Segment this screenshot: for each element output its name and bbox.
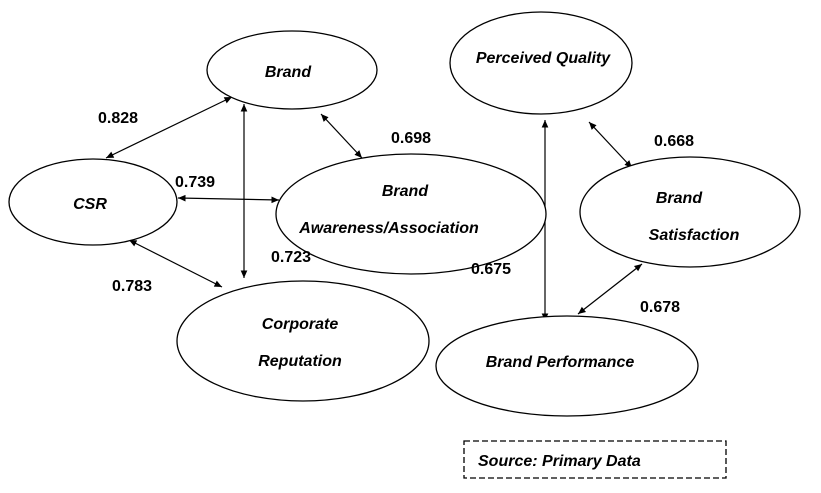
coef-satisfaction-performance: 0.678	[640, 299, 680, 316]
edge-csr-reputation	[128, 239, 223, 288]
node-brand-satisfaction-line1: Brand	[656, 190, 703, 207]
source-note: Source: Primary Data	[463, 440, 727, 479]
node-csr: CSR	[8, 158, 178, 246]
node-corporate-reputation-line1: Corporate	[262, 316, 339, 333]
coef-awareness-performance: 0.675	[471, 261, 511, 278]
edge-satisfaction-performance	[577, 263, 643, 315]
node-corporate-reputation-line2: Reputation	[258, 353, 342, 370]
node-brand-satisfaction-line2: Satisfaction	[649, 227, 740, 244]
edge-csr-brand	[105, 96, 233, 159]
edge-brand-awareness	[320, 113, 363, 159]
coef-csr-reputation: 0.783	[112, 278, 152, 295]
node-corporate-reputation: Corporate Reputation	[176, 280, 430, 402]
node-brand-awareness-line2: Awareness/Association	[298, 220, 479, 237]
node-brand-performance-label: Brand Performance	[486, 354, 635, 371]
coef-quality-satisfaction: 0.668	[654, 133, 694, 150]
node-perceived-quality-label: Perceived Quality	[476, 50, 611, 67]
node-brand-satisfaction: Brand Satisfaction	[579, 156, 801, 268]
node-csr-label: CSR	[73, 196, 107, 213]
node-perceived-quality: Perceived Quality	[449, 11, 633, 115]
source-note-text: Source: Primary Data	[478, 453, 641, 470]
edge-csr-awareness	[177, 194, 280, 204]
coef-brand-awareness: 0.698	[391, 130, 431, 147]
coef-csr-brand: 0.828	[98, 110, 138, 127]
edge-quality-satisfaction	[588, 121, 633, 169]
node-brand-awareness-line1: Brand	[382, 183, 429, 200]
node-brand-performance: Brand Performance	[435, 315, 699, 417]
coef-awareness-reputation: 0.723	[271, 249, 311, 266]
coef-csr-awareness: 0.739	[175, 174, 215, 191]
node-brand: Brand	[206, 30, 378, 110]
node-brand-label: Brand	[265, 64, 312, 81]
node-brand-awareness: Brand Awareness/Association	[275, 153, 547, 275]
